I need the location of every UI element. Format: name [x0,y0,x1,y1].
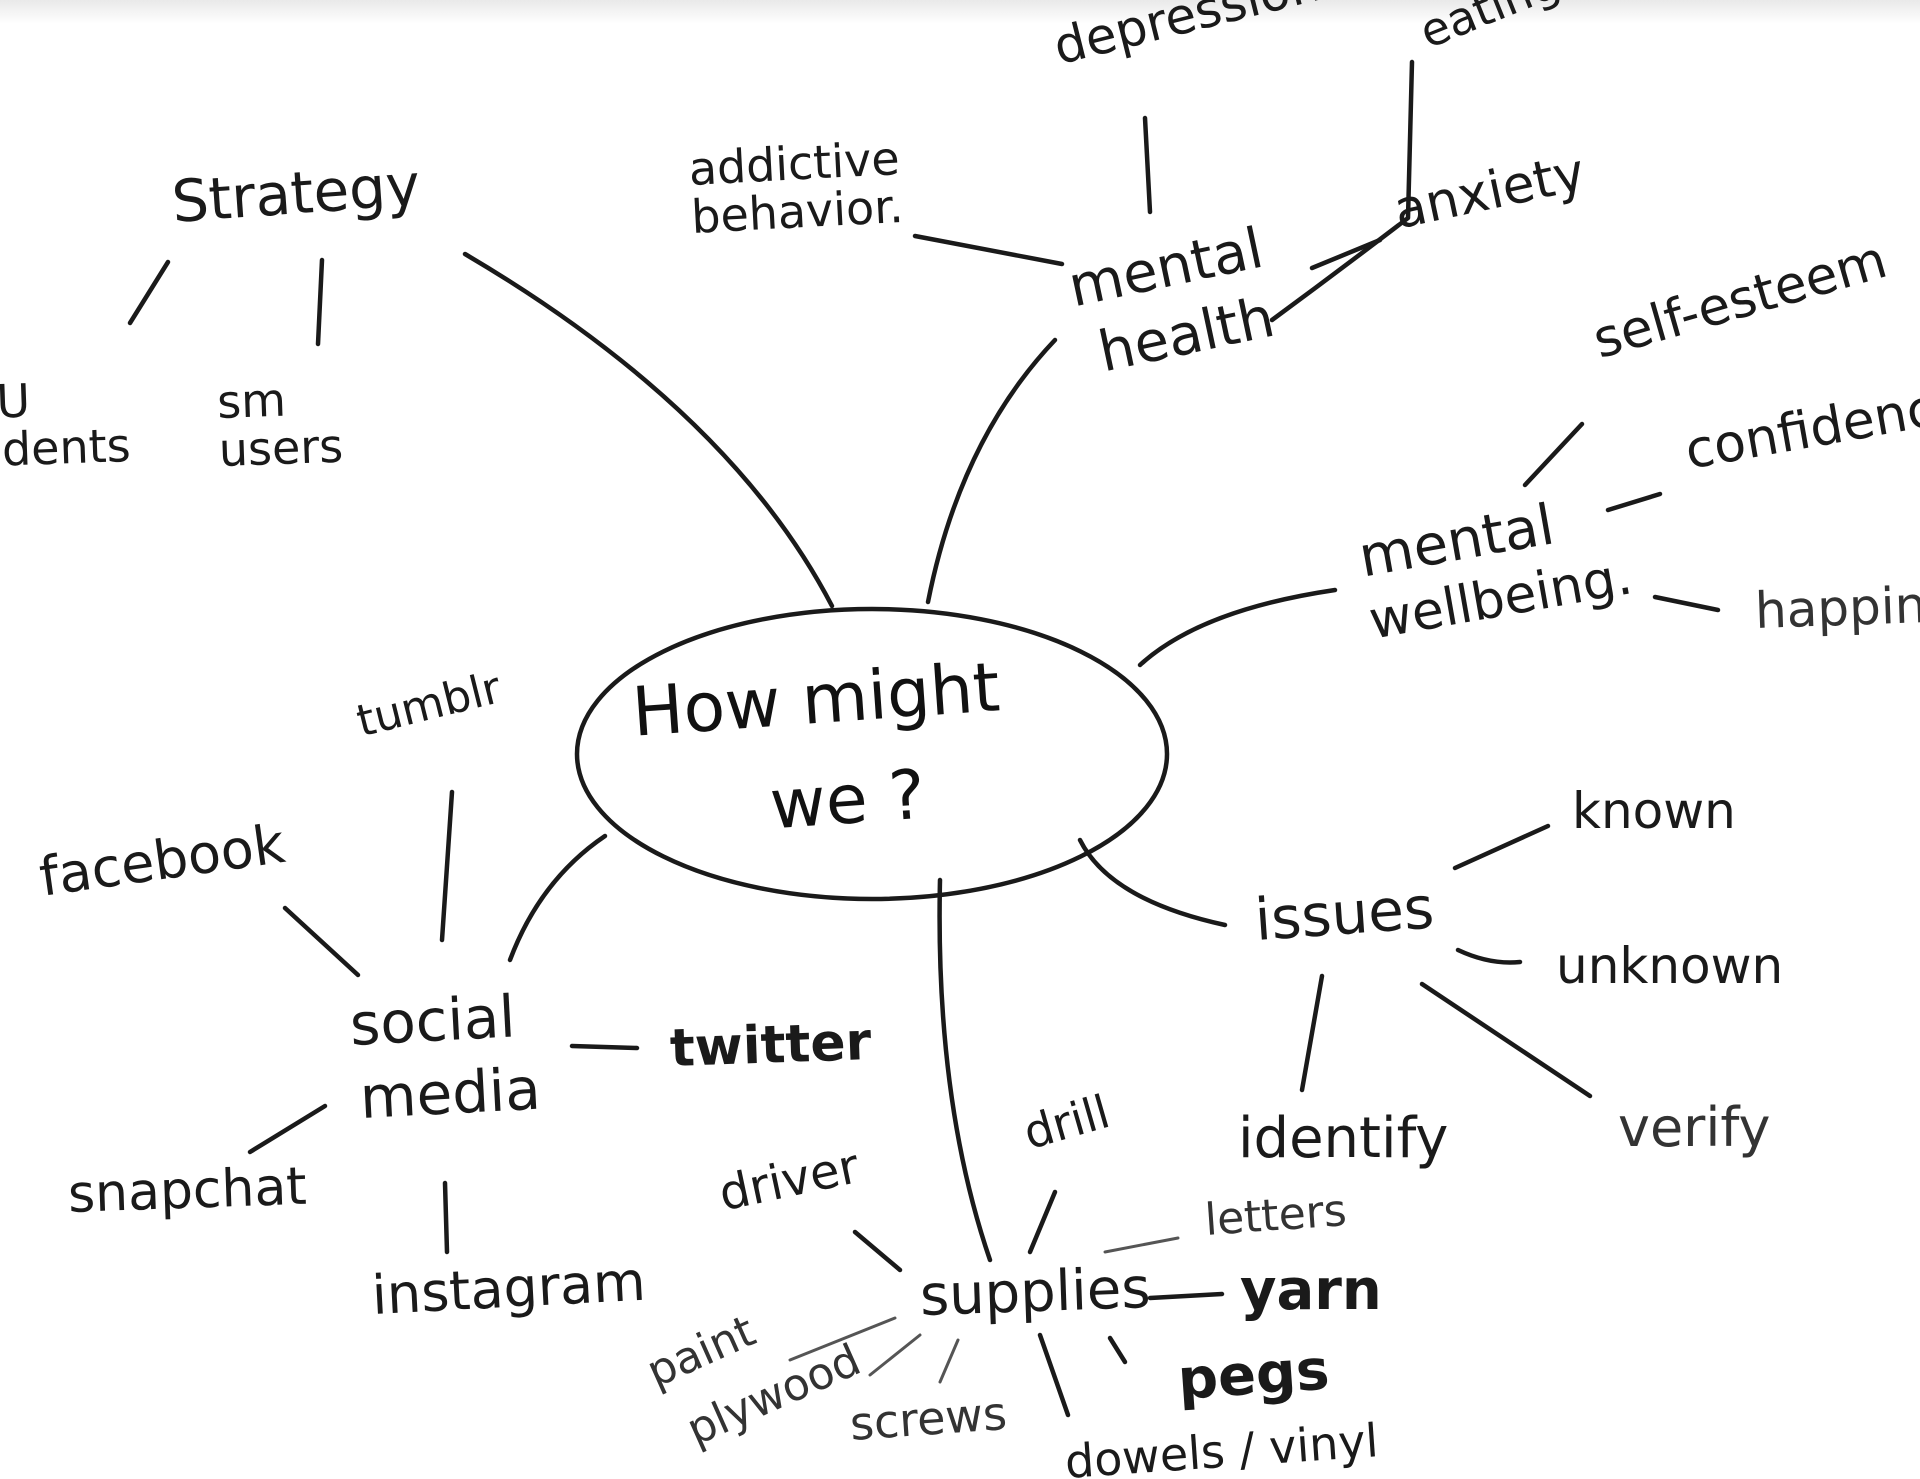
node-screws: screws [848,1386,1009,1451]
node-happiness: happiness [1753,573,1920,640]
line-sm-instagram [442,1180,450,1255]
line-mh-addictive [912,233,1065,267]
line-center-strategy [462,251,835,609]
node-social-media-line2: media [358,1054,543,1132]
line-mh-anxiety [1309,237,1383,271]
node-dru-students: DRU students [0,373,132,480]
node-issues: issues [1252,873,1437,954]
node-snapchat: snapchat [66,1156,308,1225]
line-issues-unknown [1455,947,1523,965]
line-center-mental-health [925,337,1058,605]
line-issues-verify [1419,981,1593,1099]
top-shadow-bar [0,0,1920,24]
node-unknown: unknown [1556,937,1784,995]
node-sm-users: sm users [216,372,345,478]
line-sup-letters [1103,1236,1180,1254]
line-sm-twitter [569,1043,640,1051]
node-twitter: twitter [668,1011,873,1079]
line-issues-known [1452,823,1551,871]
node-known: known [1572,782,1736,840]
line-sm-tumblr [439,789,455,943]
node-addictive-behavior: addictive behavior. [687,131,905,245]
line-sup-dowels [1037,1332,1071,1418]
node-verify: verify [1618,1096,1771,1159]
line-mw-self-esteem [1522,421,1585,488]
line-sup-paint [788,1316,897,1362]
node-social-media-line1: social [348,982,517,1059]
node-yarn: yarn [1240,1258,1382,1323]
line-sup-yarn [1147,1291,1225,1301]
line-sup-pegs [1107,1335,1128,1365]
line-center-issues [1077,837,1228,928]
node-letters: letters [1203,1185,1349,1246]
node-strategy: Strategy [169,150,423,236]
center-question-line2: we ? [767,755,928,846]
line-sm-facebook [282,905,361,978]
center-bubble [574,606,1170,902]
line-issues-identify [1299,973,1325,1093]
line-mh-depression [1142,115,1153,215]
line-center-social-media [507,833,608,963]
node-identify: identify [1238,1106,1449,1171]
line-mh-eating [1269,59,1415,323]
node-pegs: pegs [1175,1337,1332,1413]
line-sup-driver [852,1229,903,1273]
line-strategy-dru [127,259,171,326]
line-sup-drill [1027,1189,1058,1255]
line-mw-happiness [1652,594,1721,613]
line-sup-screws [938,1338,960,1384]
line-center-supplies [937,877,993,1263]
line-mw-confidence [1605,491,1663,513]
node-instagram: instagram [370,1249,648,1327]
line-center-mental-wellbeing [1137,587,1338,668]
line-sup-plywood [868,1333,922,1377]
line-strategy-sm [315,257,325,347]
node-supplies: supplies [918,1255,1152,1329]
line-sm-snapchat [247,1103,328,1155]
